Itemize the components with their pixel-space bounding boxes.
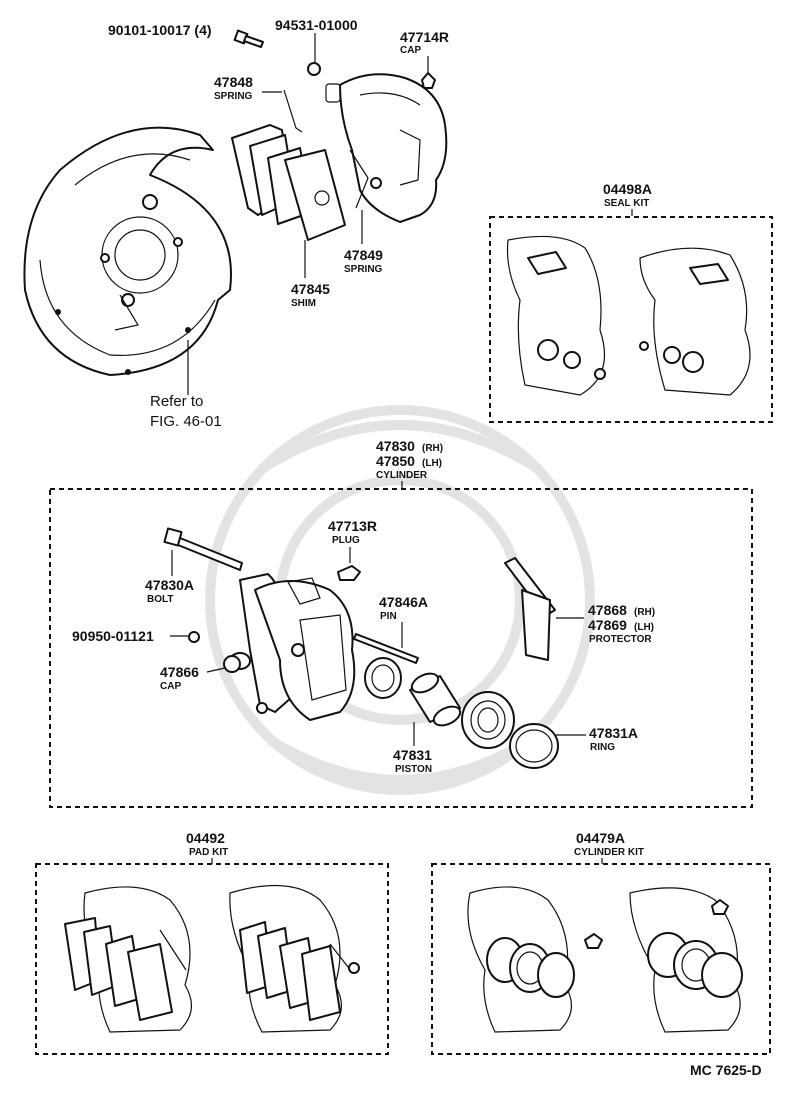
label-47848-name: SPRING xyxy=(214,91,253,102)
label-47866: 47866 xyxy=(160,664,199,680)
label-cylinder-rh-tag: (RH) xyxy=(422,443,443,454)
label-cylinder-rh: 47830 xyxy=(376,438,415,454)
label-47714R-name: CAP xyxy=(400,45,421,56)
backing-plate xyxy=(23,126,232,376)
label-47831-name: PISTON xyxy=(395,764,432,775)
figure-code: MC 7625-D xyxy=(690,1062,762,1078)
label-cylinder-lh: 47850 xyxy=(376,453,415,469)
label-90950: 90950-01121 xyxy=(72,628,154,644)
ring-47831A xyxy=(509,723,559,769)
label-94531: 94531-01000 xyxy=(275,17,358,33)
piston-47831 xyxy=(409,672,462,727)
label-47831A: 47831A xyxy=(589,725,638,741)
label-cylinder-lh-tag: (LH) xyxy=(422,458,442,469)
label-04498A-name: SEAL KIT xyxy=(604,198,649,209)
cap-47714R xyxy=(421,72,436,89)
label-47848: 47848 xyxy=(214,74,253,90)
reference-text-line2: FIG. 46-01 xyxy=(150,413,222,430)
label-protector-rh: 47868 xyxy=(588,602,627,618)
label-protector-name: PROTECTOR xyxy=(589,634,652,645)
seal-kit-box xyxy=(489,216,773,423)
label-04479A: 04479A xyxy=(576,830,625,846)
dust-boot xyxy=(461,691,515,749)
pin-47846A xyxy=(353,633,419,664)
label-47830A: 47830A xyxy=(145,577,194,593)
label-47831: 47831 xyxy=(393,747,432,763)
watermark-emblem xyxy=(205,405,595,795)
label-04492-name: PAD KIT xyxy=(189,847,228,858)
label-47849-name: SPRING xyxy=(344,264,383,275)
cylinder-kit-contents xyxy=(467,886,743,1033)
label-47713R: 47713R xyxy=(328,518,377,534)
bolt-90101 xyxy=(233,29,264,48)
label-cylinder-name: CYLINDER xyxy=(376,470,428,481)
nut-94531 xyxy=(307,62,321,76)
plug-47713R xyxy=(337,565,361,581)
label-47845-name: SHIM xyxy=(291,298,316,309)
label-protector-lh-tag: (LH) xyxy=(634,622,654,633)
spring-47848 xyxy=(283,89,303,133)
label-47846A-name: PIN xyxy=(380,611,397,622)
label-04479A-name: CYLINDER KIT xyxy=(574,847,644,858)
label-protector-lh: 47869 xyxy=(588,617,627,633)
label-47846A: 47846A xyxy=(379,594,428,610)
label-protector-rh-tag: (RH) xyxy=(634,607,655,618)
label-90101: 90101-10017 (4) xyxy=(108,22,212,38)
caliper-main-body xyxy=(239,573,356,721)
label-47849: 47849 xyxy=(344,247,383,263)
cylinder-box xyxy=(49,488,753,808)
pad-kit-contents xyxy=(64,884,360,1033)
label-04492: 04492 xyxy=(186,830,225,846)
spring-47849 xyxy=(349,149,382,209)
protector-part xyxy=(504,557,556,661)
caliper-body-top xyxy=(325,73,448,223)
brake-pads-top xyxy=(231,124,346,241)
label-04498A: 04498A xyxy=(603,181,652,197)
pad-kit-box xyxy=(35,863,389,1055)
cap-47866 xyxy=(223,652,251,673)
seal-kit-contents xyxy=(506,235,751,396)
bolt-47830A xyxy=(163,527,243,571)
label-47713R-name: PLUG xyxy=(332,535,360,546)
label-47830A-name: BOLT xyxy=(147,594,173,605)
label-47866-name: CAP xyxy=(160,681,181,692)
reference-text-line1: Refer to xyxy=(150,393,203,410)
label-47714R: 47714R xyxy=(400,29,449,45)
leader-47866 xyxy=(206,667,226,673)
cylinder-kit-box xyxy=(431,863,771,1055)
label-47831A-name: RING xyxy=(590,742,615,753)
label-47845: 47845 xyxy=(291,281,330,297)
cylinder-seal xyxy=(364,657,402,699)
nut-90950 xyxy=(188,631,200,643)
